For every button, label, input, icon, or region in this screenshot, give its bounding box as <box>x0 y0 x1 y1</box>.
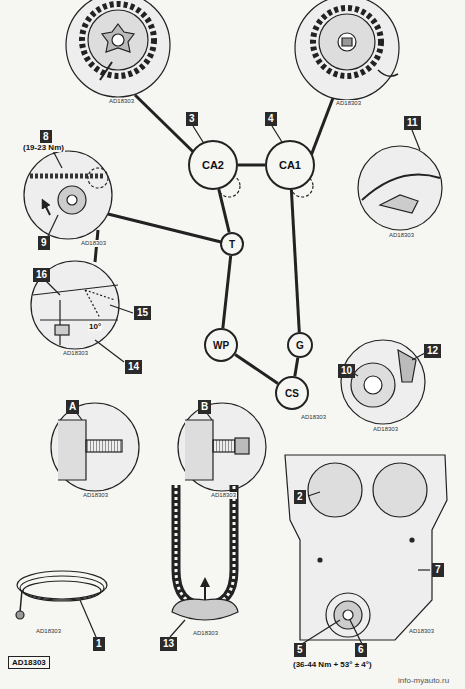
figure-code: AD18303 <box>35 628 62 635</box>
pulley-circle: CS <box>275 376 309 410</box>
pulley-circle: WP <box>204 328 238 362</box>
callout-number: 6 <box>355 643 367 657</box>
figure-code: AD18303 <box>108 98 135 105</box>
pulley-label: CS <box>285 388 299 399</box>
callout-number: 12 <box>424 344 441 358</box>
callout-number: 11 <box>404 116 421 130</box>
timing-belt-run <box>235 355 278 384</box>
timing-belt-run <box>295 358 298 376</box>
callout-number: 13 <box>160 637 177 651</box>
callout-number: 3 <box>186 112 198 126</box>
callout-number: 15 <box>134 306 151 320</box>
figure-code: AD18303 <box>388 232 415 239</box>
pulley-label: G <box>296 340 304 351</box>
callout-number: 5 <box>294 643 306 657</box>
pulley-label: WP <box>213 340 229 351</box>
figure-code: AD18303 <box>80 240 107 247</box>
pulley-circle: G <box>287 332 313 358</box>
pulley-circle: CA1 <box>265 140 315 190</box>
timing-belt-run <box>223 256 231 328</box>
figure-code: AD18303 <box>300 414 327 421</box>
timing-belt-run <box>219 189 229 232</box>
pulley-label: T <box>229 239 235 250</box>
spec-note: (19-23 Nm) <box>22 143 65 152</box>
callout-number: B <box>198 400 211 414</box>
pulley-circle: CA2 <box>188 140 238 190</box>
figure-code: AD18303 <box>210 492 237 499</box>
pulley-label: CA1 <box>279 159 301 171</box>
spec-note: 10° <box>88 322 102 331</box>
callout-number: 1 <box>93 637 105 651</box>
callout-number: 4 <box>265 112 277 126</box>
callout-number: 9 <box>38 236 50 250</box>
figure-code: AD18303 <box>372 426 399 433</box>
figure-code: AD18303 <box>82 492 109 499</box>
callout-number: 8 <box>40 130 52 144</box>
callout-number: 10 <box>338 364 355 378</box>
pulley-label: CA2 <box>202 159 224 171</box>
callout-number: 2 <box>294 490 306 504</box>
spec-note: (36-44 Nm + 53° ± 4°) <box>292 660 373 669</box>
callout-number: A <box>66 400 79 414</box>
callout-number: 7 <box>432 563 444 577</box>
figure-code: AD18303 <box>335 100 362 107</box>
callout-number: 16 <box>33 268 50 282</box>
figure-code: AD18303 <box>62 350 89 357</box>
callout-number: 14 <box>125 360 142 374</box>
figure-code: AD18303 <box>8 656 50 669</box>
figure-code: AD18303 <box>192 630 219 637</box>
figure-code: AD18303 <box>408 628 435 635</box>
timing-belt-run <box>291 190 299 332</box>
watermark: info-myauto.ru <box>398 676 449 685</box>
timing-belt-run <box>238 164 265 167</box>
pulley-circle: T <box>220 232 244 256</box>
